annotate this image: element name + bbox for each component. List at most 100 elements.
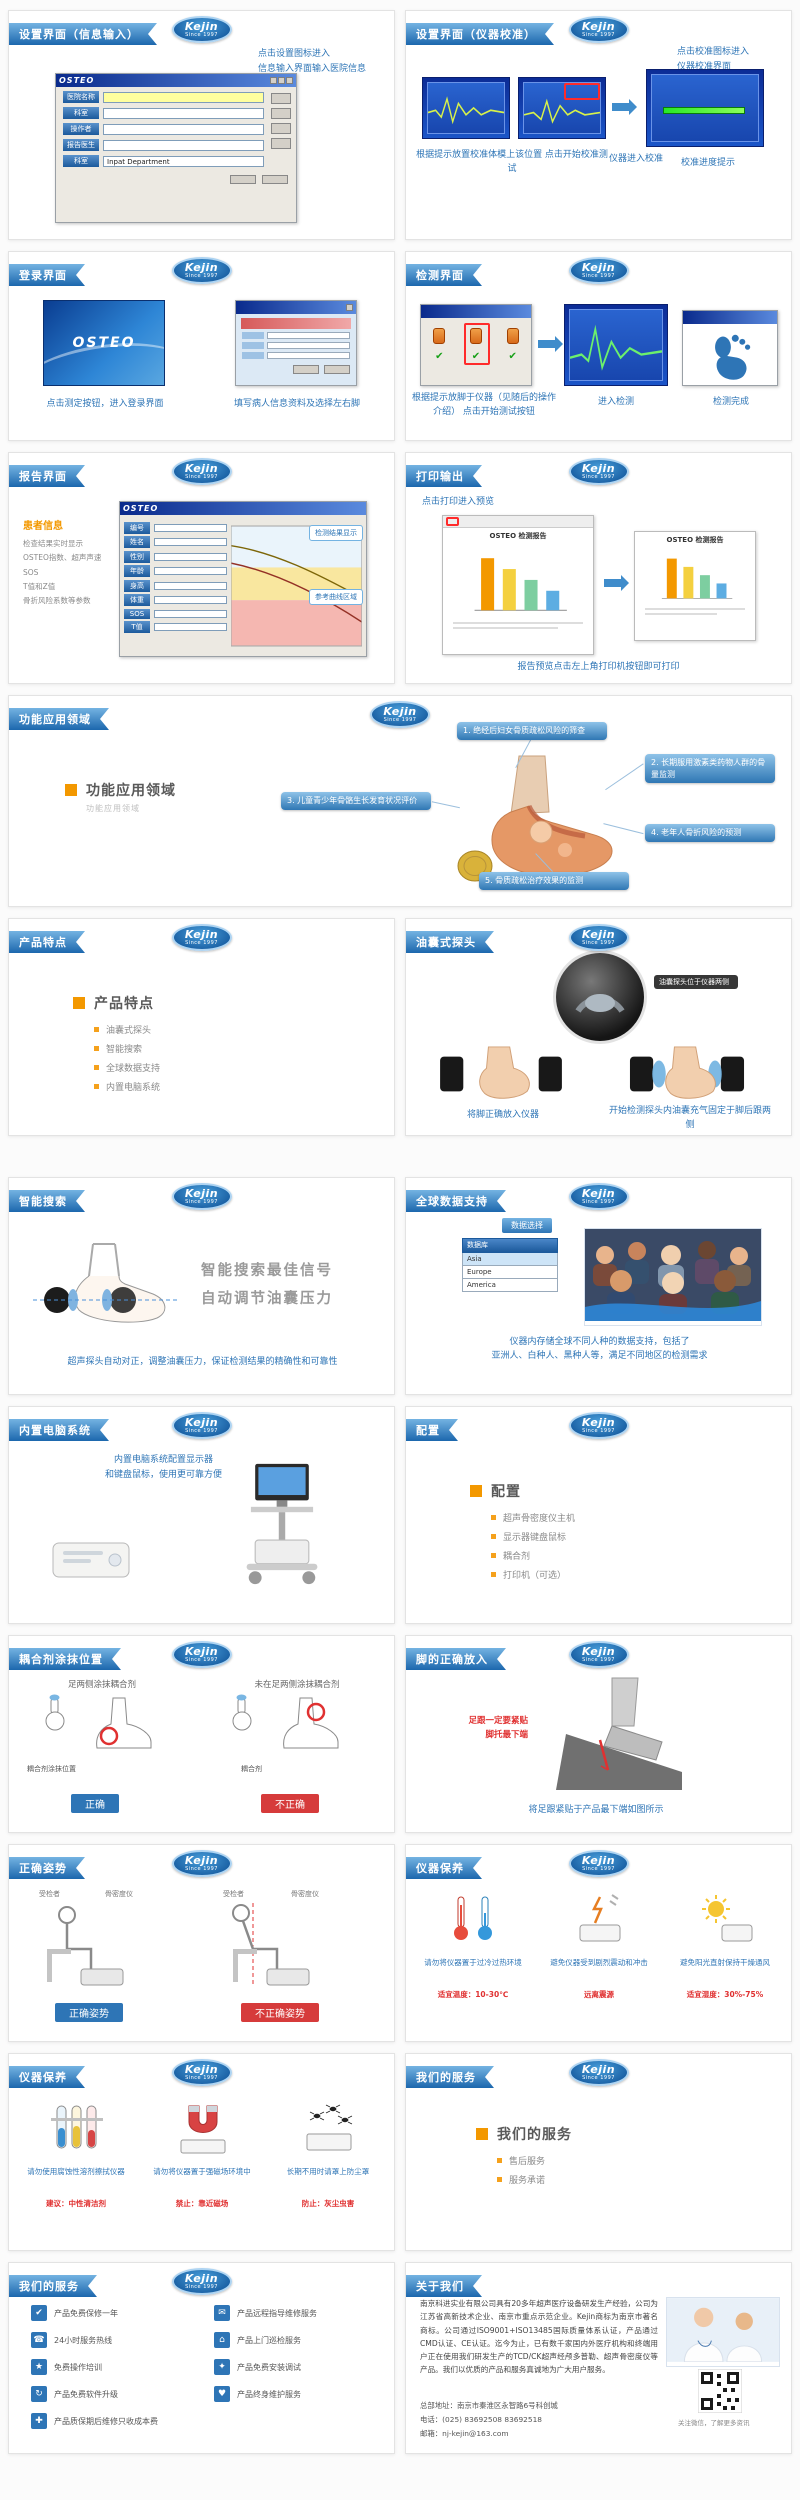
- hospital-input: [103, 91, 264, 103]
- list-item: 超声骨密度仪主机: [491, 1510, 575, 1529]
- bullet-square-icon: [65, 784, 77, 796]
- annotation: 耦合剂涂抹位置: [27, 1765, 76, 1773]
- service-list: 售后服务 服务承诺: [497, 2153, 572, 2191]
- section-bullet: 我们的服务 售后服务 服务承诺: [476, 2124, 572, 2191]
- service-item: ✔产品免费保修一年: [31, 2305, 199, 2321]
- field-value: [154, 567, 228, 575]
- headline-line: 自动调节油囊压力: [201, 1290, 333, 1307]
- slide-ribbon: 报告界面: [9, 465, 85, 487]
- slide-ribbon: 智能搜索: [9, 1190, 85, 1212]
- kejin-logo-subtext: Since 1997: [582, 1428, 615, 1434]
- service-item: ★免费操作培训: [31, 2359, 199, 2375]
- kejin-logo-text: Kejin: [581, 928, 616, 941]
- age-input: [267, 352, 350, 359]
- dropdown-option-selected: Asia: [462, 1253, 558, 1266]
- bullet-title: 我们的服务: [497, 2127, 572, 2143]
- service-column: ✉产品远程指导维修服务 ⌂产品上门巡检服务 ✦产品免费安装调试 ♥产品终身维护服…: [214, 2305, 382, 2413]
- report-text-line: [645, 613, 717, 615]
- headline-line: 智能搜索最佳信号: [201, 1263, 333, 1279]
- field-value: [154, 581, 228, 590]
- magnet-warning-icon: [173, 2102, 233, 2160]
- field-value: [154, 538, 228, 546]
- measuring-screenshot: [564, 304, 668, 386]
- caption: 将脚正确放入仪器: [466, 1110, 539, 1120]
- field-label: [242, 352, 264, 359]
- note-line: 点击设置图标进入: [258, 49, 331, 59]
- preview-toolbar: [443, 516, 593, 528]
- foot-silhouette: [715, 334, 751, 380]
- dropdown-option: America: [462, 1279, 558, 1292]
- slide-ribbon: 设置界面（仪器校准）: [406, 23, 554, 45]
- report-bar-chart: [661, 558, 733, 599]
- slide-ribbon: 内置电脑系统: [9, 1419, 109, 1441]
- description-line: 骨折风险系数等参数: [23, 596, 91, 605]
- foot-select-screenshot: ✔ ✔ ✔: [420, 304, 532, 386]
- caption: 点击测定按钮，进入登录界面: [46, 399, 164, 409]
- service-label: 产品免费保修一年: [54, 2308, 118, 2318]
- kejin-logo-subtext: Since 1997: [185, 474, 218, 480]
- description-line: 检查结果实时显示: [23, 539, 83, 548]
- kejin-logo-subtext: Since 1997: [185, 940, 218, 946]
- kejin-logo-text: Kejin: [184, 928, 219, 941]
- cancel-button: [262, 175, 288, 184]
- warning-line: 脚托最下端: [485, 1730, 528, 1741]
- kejin-logo-text: Kejin: [581, 462, 616, 475]
- osteo-logo: OSTEO: [123, 504, 159, 513]
- department-value: Inpat Department: [103, 155, 264, 167]
- subject-label: 受检者: [223, 1890, 244, 1898]
- doctor-input: [103, 139, 264, 151]
- caption: 超声探头自动对正，调整油囊压力，保证检测结果的精确性和可靠性: [67, 1357, 338, 1367]
- slide-ribbon: 全球数据支持: [406, 1190, 506, 1212]
- slide-ribbon: 正确姿势: [9, 1857, 85, 1879]
- login-window-screenshot: [235, 300, 357, 386]
- progress-bar: [662, 106, 746, 114]
- maintenance-hint: 建议：中性清洁剂: [46, 2199, 106, 2208]
- report-preview-screenshot: OSTEO 检测报告: [442, 515, 594, 655]
- slide-ribbon: 脚的正确放入: [406, 1648, 506, 1670]
- slide-ribbon: 耦合剂涂抹位置: [9, 1648, 121, 1670]
- service-label: 24小时服务热线: [54, 2335, 113, 2345]
- warning-text: 足跟一定要紧贴 脚托最下端: [424, 1714, 528, 1743]
- vibration-warning-icon: [570, 1893, 630, 1951]
- cancel-button: [324, 365, 350, 374]
- kejin-logo-subtext: Since 1997: [582, 32, 615, 38]
- kejin-logo-subtext: Since 1997: [582, 1199, 615, 1205]
- service-label: 产品质保期后维修只收成本费: [54, 2416, 158, 2426]
- service-item: ✉产品远程指导维修服务: [214, 2305, 382, 2321]
- warning-line: 足跟一定要紧贴: [468, 1716, 528, 1726]
- window-button: [271, 123, 291, 134]
- report-text-line: [453, 622, 583, 624]
- field-value: [154, 623, 228, 631]
- foot-option: ✔: [433, 328, 446, 363]
- foot-in-device-diagram: [436, 1045, 566, 1107]
- report-bar-chart: [474, 558, 567, 611]
- install-icon: ✦: [214, 2359, 230, 2375]
- foot-option: ✔: [506, 328, 519, 363]
- field-label: 体重: [124, 594, 150, 606]
- check-icon: ✔: [471, 351, 481, 362]
- maintenance-hint: 适宜温度：10-30℃: [437, 1990, 509, 1999]
- service-label: 产品免费安装调试: [237, 2362, 301, 2372]
- incorrect-posture-diagram: [219, 1899, 339, 1995]
- kejin-logo-subtext: Since 1997: [185, 1657, 218, 1663]
- foot-option: ✔: [463, 323, 490, 365]
- service-label: 免费操作培训: [54, 2362, 102, 2372]
- field-label: 年龄: [124, 565, 150, 577]
- kejin-logo-subtext: Since 1997: [185, 1866, 218, 1872]
- maintenance-caption: 长期不用时请罩上防尘罩: [286, 2167, 370, 2176]
